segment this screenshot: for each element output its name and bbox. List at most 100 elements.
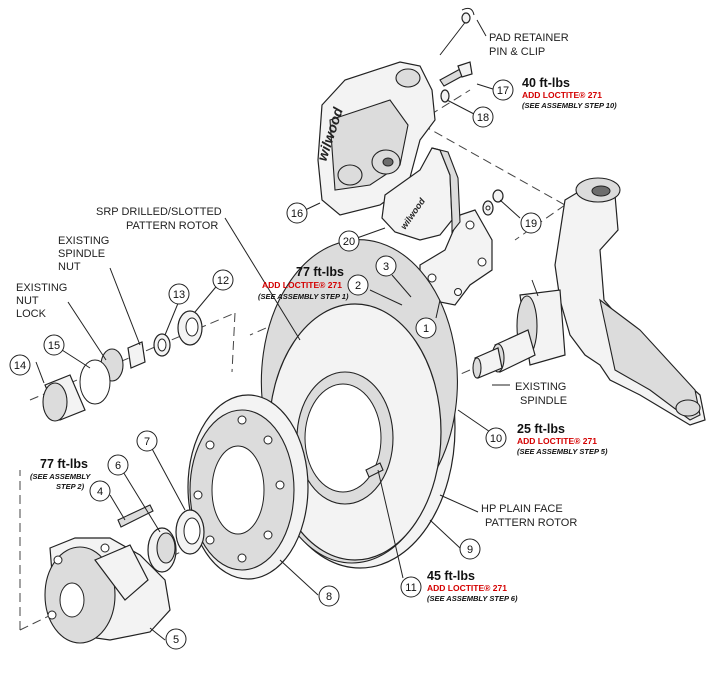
callout-circle-16 — [286, 202, 308, 224]
label-nut-lock-2: NUT — [16, 295, 39, 307]
callout-17: 17 — [492, 79, 514, 101]
callout-circle-12 — [212, 269, 234, 291]
callout-number-17: 17 — [497, 85, 509, 97]
callout-number-6: 6 — [115, 460, 121, 472]
hub — [44, 504, 171, 644]
svg-text:25 ft-lbs: 25 ft-lbs — [517, 422, 565, 436]
torque-callout-40: 40 ft-lbs ADD LOCTITE® 271 (SEE ASSEMBLY… — [522, 76, 617, 110]
callout-number-1: 1 — [423, 323, 429, 335]
callout-number-13: 13 — [173, 289, 185, 301]
label-srp-rotor-2: PATTERN ROTOR — [126, 220, 218, 232]
callout-circle-11 — [400, 576, 422, 598]
callout-8: 8 — [318, 585, 340, 607]
svg-text:ADD LOCTITE® 271: ADD LOCTITE® 271 — [427, 583, 507, 593]
callout-7: 7 — [136, 430, 158, 452]
callout-number-8: 8 — [326, 591, 332, 603]
callout-circle-7 — [136, 430, 158, 452]
torque-callout-77-bracket: 77 ft-lbs ADD LOCTITE® 271 (SEE ASSEMBLY… — [258, 265, 349, 301]
callout-circle-13 — [168, 283, 190, 305]
label-pad-retainer-2: PIN & CLIP — [489, 46, 545, 58]
callout-11: 11 — [400, 576, 422, 598]
svg-text:(SEE ASSEMBLY STEP 1): (SEE ASSEMBLY STEP 1) — [258, 292, 349, 301]
callout-number-7: 7 — [144, 436, 150, 448]
callout-number-19: 19 — [525, 218, 537, 230]
callout-number-18: 18 — [477, 112, 489, 124]
callout-number-16: 16 — [291, 208, 303, 220]
caliper-hardware — [439, 7, 504, 216]
torque-callout-45: 45 ft-lbs ADD LOCTITE® 271 (SEE ASSEMBLY… — [427, 569, 518, 603]
label-spindle-1: EXISTING — [515, 381, 566, 393]
svg-text:40 ft-lbs: 40 ft-lbs — [522, 76, 570, 90]
callout-16: 16 — [286, 202, 308, 224]
svg-text:STEP 2): STEP 2) — [56, 482, 85, 491]
leader-lines — [35, 19, 521, 641]
svg-text:(SEE ASSEMBLY STEP 6): (SEE ASSEMBLY STEP 6) — [427, 594, 518, 603]
label-spindle-nut-2: SPINDLE — [58, 248, 105, 260]
callout-number-20: 20 — [343, 236, 355, 248]
hp-rotor — [260, 239, 458, 561]
callout-circle-1 — [415, 317, 437, 339]
callout-4: 4 — [89, 480, 111, 502]
callout-number-12: 12 — [217, 275, 229, 287]
callout-number-14: 14 — [14, 360, 26, 372]
callout-number-2: 2 — [355, 280, 361, 292]
callout-6: 6 — [107, 454, 129, 476]
label-nut-lock-3: LOCK — [16, 308, 47, 320]
callout-number-5: 5 — [173, 634, 179, 646]
callout-20: 20 — [338, 230, 360, 252]
label-spindle-nut-3: NUT — [58, 261, 81, 273]
callout-5: 5 — [165, 628, 187, 650]
callout-circle-8 — [318, 585, 340, 607]
label-pad-retainer-1: PAD RETAINER — [489, 32, 569, 44]
svg-text:77 ft-lbs: 77 ft-lbs — [296, 265, 344, 279]
callout-circle-15 — [43, 334, 65, 356]
callout-12: 12 — [212, 269, 234, 291]
callout-circle-18 — [472, 106, 494, 128]
callout-number-9: 9 — [467, 544, 473, 556]
callout-number-3: 3 — [383, 261, 389, 273]
callout-3: 3 — [375, 255, 397, 277]
callout-circle-4 — [89, 480, 111, 502]
label-spindle-2: SPINDLE — [520, 395, 567, 407]
svg-text:(SEE ASSEMBLY STEP 5): (SEE ASSEMBLY STEP 5) — [517, 447, 608, 456]
callout-9: 9 — [459, 538, 481, 560]
callout-circle-10 — [485, 427, 507, 449]
label-nut-lock-1: EXISTING — [16, 282, 67, 294]
hat-bolt-holes — [193, 415, 285, 563]
callout-circle-19 — [520, 212, 542, 234]
callout-number-11: 11 — [405, 582, 416, 594]
callout-18: 18 — [472, 106, 494, 128]
callout-circle-2 — [347, 274, 369, 296]
callout-number-10: 10 — [490, 433, 502, 445]
text-labels: PAD RETAINER PIN & CLIP SRP DRILLED/SLOT… — [16, 32, 577, 529]
label-spindle-nut-1: EXISTING — [58, 235, 109, 247]
callout-14: 14 — [9, 354, 31, 376]
callout-number-4: 4 — [97, 486, 103, 498]
callout-circle-20 — [338, 230, 360, 252]
svg-text:(SEE ASSEMBLY: (SEE ASSEMBLY — [30, 472, 91, 481]
callout-15: 15 — [43, 334, 65, 356]
rotor-hat — [187, 394, 309, 580]
label-srp-rotor-1: SRP DRILLED/SLOTTED — [96, 206, 222, 218]
callout-2: 2 — [347, 274, 369, 296]
callout-1: 1 — [415, 317, 437, 339]
callout-number-15: 15 — [48, 340, 60, 352]
outer-bearing-nut-cap — [42, 310, 203, 422]
svg-text:ADD LOCTITE® 271: ADD LOCTITE® 271 — [517, 436, 597, 446]
steering-knuckle — [472, 177, 706, 426]
svg-text:ADD LOCTITE® 271: ADD LOCTITE® 271 — [522, 90, 602, 100]
callout-circle-14 — [9, 354, 31, 376]
callout-13: 13 — [168, 283, 190, 305]
callout-circle-17 — [492, 79, 514, 101]
callout-circle-6 — [107, 454, 129, 476]
svg-text:77 ft-lbs: 77 ft-lbs — [40, 457, 88, 471]
caliper: wilwood — [314, 61, 436, 216]
label-hp-rotor-2: PATTERN ROTOR — [485, 517, 577, 529]
callout-circle-5 — [165, 628, 187, 650]
torque-callout-77-hub: 77 ft-lbs (SEE ASSEMBLY STEP 2) — [30, 457, 91, 491]
callout-circle-9 — [459, 538, 481, 560]
svg-text:(SEE ASSEMBLY STEP 10): (SEE ASSEMBLY STEP 10) — [522, 101, 617, 110]
label-hp-rotor-1: HP PLAIN FACE — [481, 503, 563, 515]
